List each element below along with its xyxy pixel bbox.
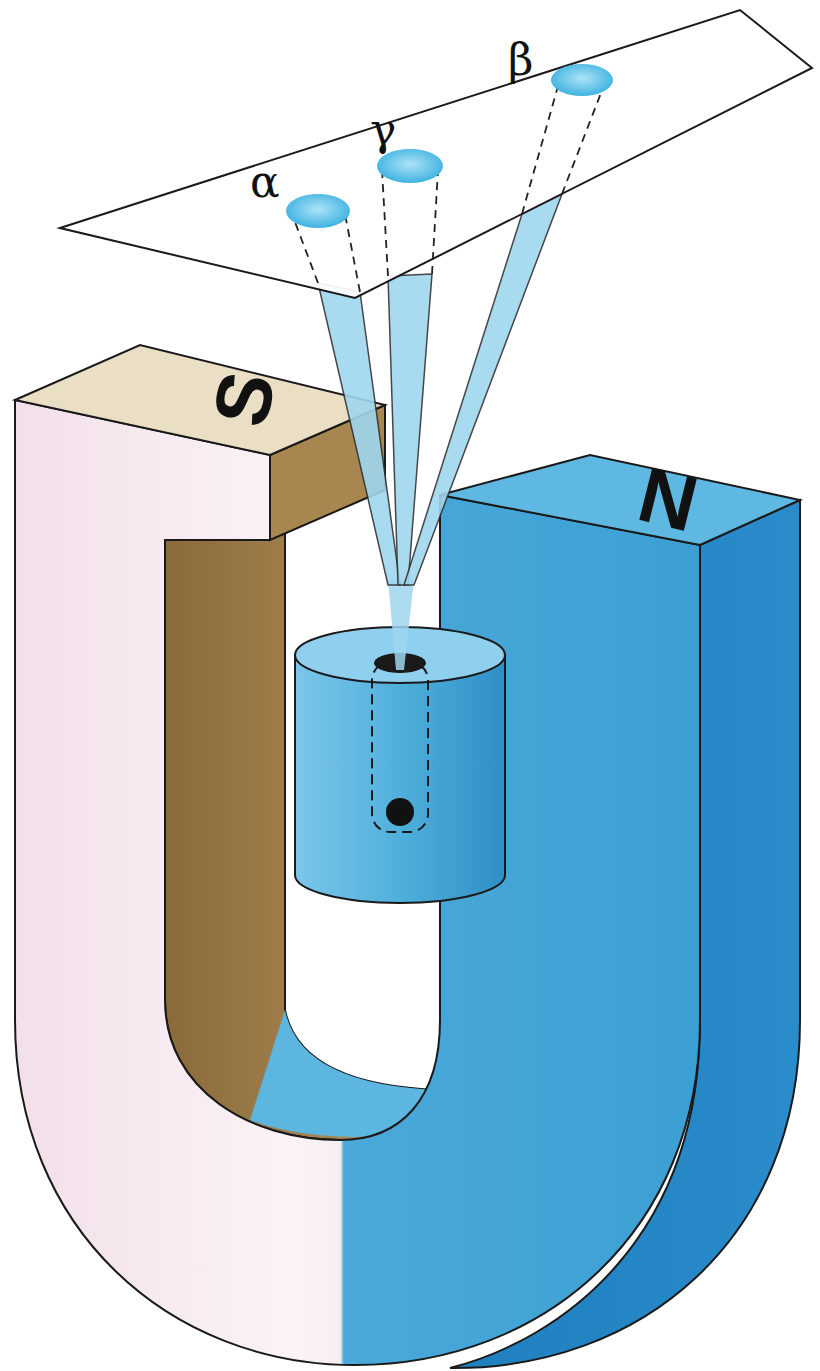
- ray-label: γ: [370, 108, 396, 152]
- s-pole-top: [15, 345, 385, 455]
- beta-spot: [551, 64, 613, 96]
- hidden-beam-lines: [292, 80, 606, 292]
- gamma-spot: [377, 149, 443, 183]
- alpha-beam: [318, 283, 400, 585]
- ray-label: α: [250, 160, 280, 204]
- ray-label: β: [508, 38, 533, 82]
- n-pole-top: [440, 455, 800, 545]
- screen-plate: [60, 10, 812, 298]
- channel: [372, 662, 428, 832]
- lead-block: [295, 655, 505, 903]
- radioactive-source: [386, 798, 414, 826]
- alpha-spot: [286, 194, 350, 228]
- beam-cone: [388, 580, 414, 670]
- magnet-front: [15, 400, 700, 1365]
